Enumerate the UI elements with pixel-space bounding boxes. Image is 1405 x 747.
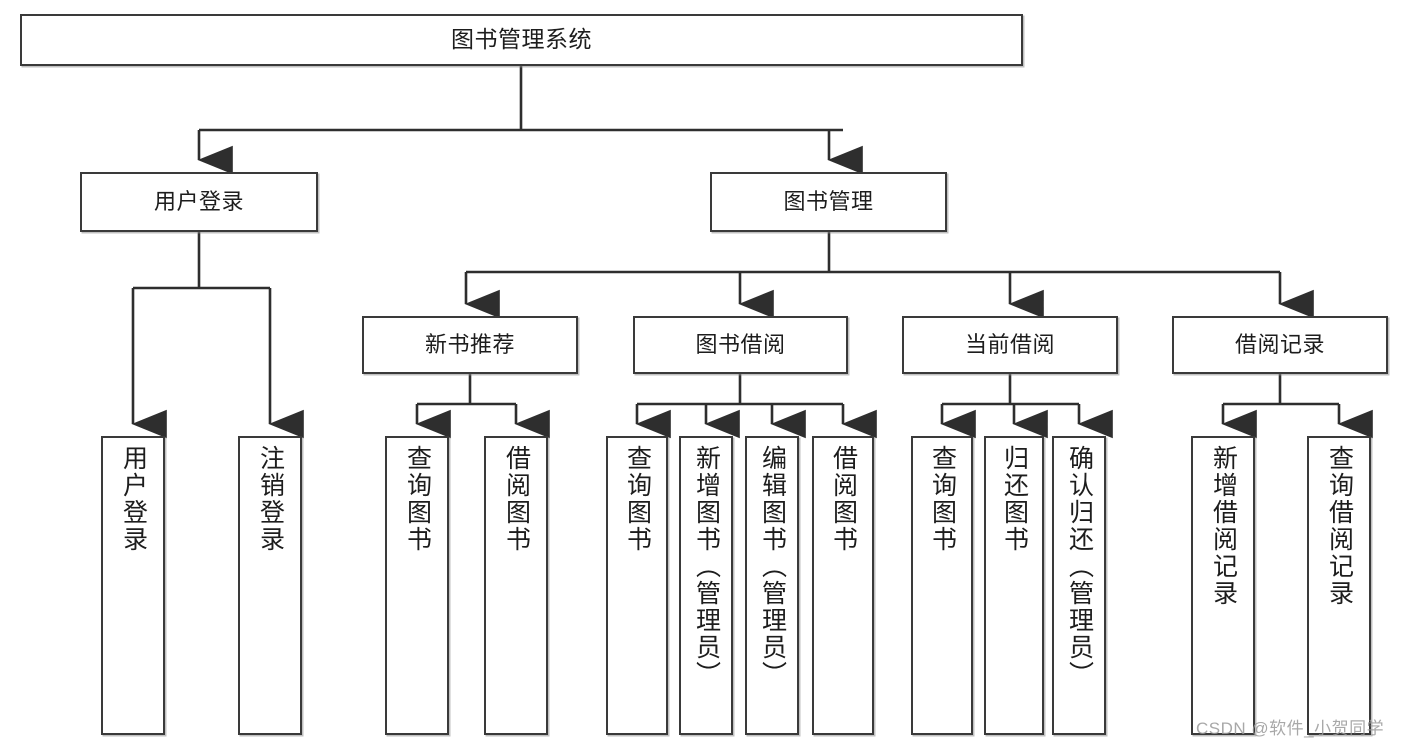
leaf-query-book-current[interactable]: 查询图书 [911,436,973,735]
node-label: 编辑图书（管理员） [758,445,787,688]
leaf-query-book-new[interactable]: 查询图书 [385,436,449,735]
node-label: 注销登录 [256,445,285,553]
node-label: 借阅记录 [1234,331,1325,357]
leaf-borrow-book[interactable]: 借阅图书 [812,436,874,735]
node-root[interactable]: 图书管理系统 [20,14,1023,66]
node-label: 查询图书 [928,445,957,553]
leaf-add-borrow-record[interactable]: 新增借阅记录 [1191,436,1255,735]
node-label: 用户登录 [153,188,244,214]
node-label: 新书推荐 [424,331,515,357]
leaf-add-book-admin[interactable]: 新增图书（管理员） [679,436,733,735]
node-label: 查询借阅记录 [1325,445,1354,607]
node-label: 归还图书 [1000,445,1029,553]
leaf-confirm-return-admin[interactable]: 确认归还（管理员） [1052,436,1106,735]
leaf-edit-book-admin[interactable]: 编辑图书（管理员） [745,436,799,735]
node-label: 确认归还（管理员） [1065,445,1094,688]
node-label: 借阅图书 [829,445,858,553]
node-user-login[interactable]: 用户登录 [80,172,318,232]
node-label: 查询图书 [403,445,432,553]
node-label: 图书管理系统 [451,26,592,53]
leaf-borrow-book-new[interactable]: 借阅图书 [484,436,548,735]
node-book-borrow[interactable]: 图书借阅 [633,316,848,374]
node-label: 图书借阅 [695,331,786,357]
node-label: 图书管理 [783,188,874,214]
node-label: 新增借阅记录 [1209,445,1238,607]
node-book-management[interactable]: 图书管理 [710,172,947,232]
node-label: 当前借阅 [964,331,1055,357]
node-new-book-recommend[interactable]: 新书推荐 [362,316,578,374]
leaf-query-book-borrow[interactable]: 查询图书 [606,436,668,735]
node-current-borrow[interactable]: 当前借阅 [902,316,1118,374]
node-label: 用户登录 [119,445,148,553]
node-borrow-record[interactable]: 借阅记录 [1172,316,1388,374]
leaf-query-borrow-record[interactable]: 查询借阅记录 [1307,436,1371,735]
node-label: 查询图书 [623,445,652,553]
leaf-logout[interactable]: 注销登录 [238,436,302,735]
leaf-return-book[interactable]: 归还图书 [984,436,1044,735]
node-label: 新增图书（管理员） [692,445,721,688]
node-label: 借阅图书 [502,445,531,553]
watermark-text: CSDN @软件_小贺同学 [1196,719,1385,738]
leaf-user-login[interactable]: 用户登录 [101,436,165,735]
